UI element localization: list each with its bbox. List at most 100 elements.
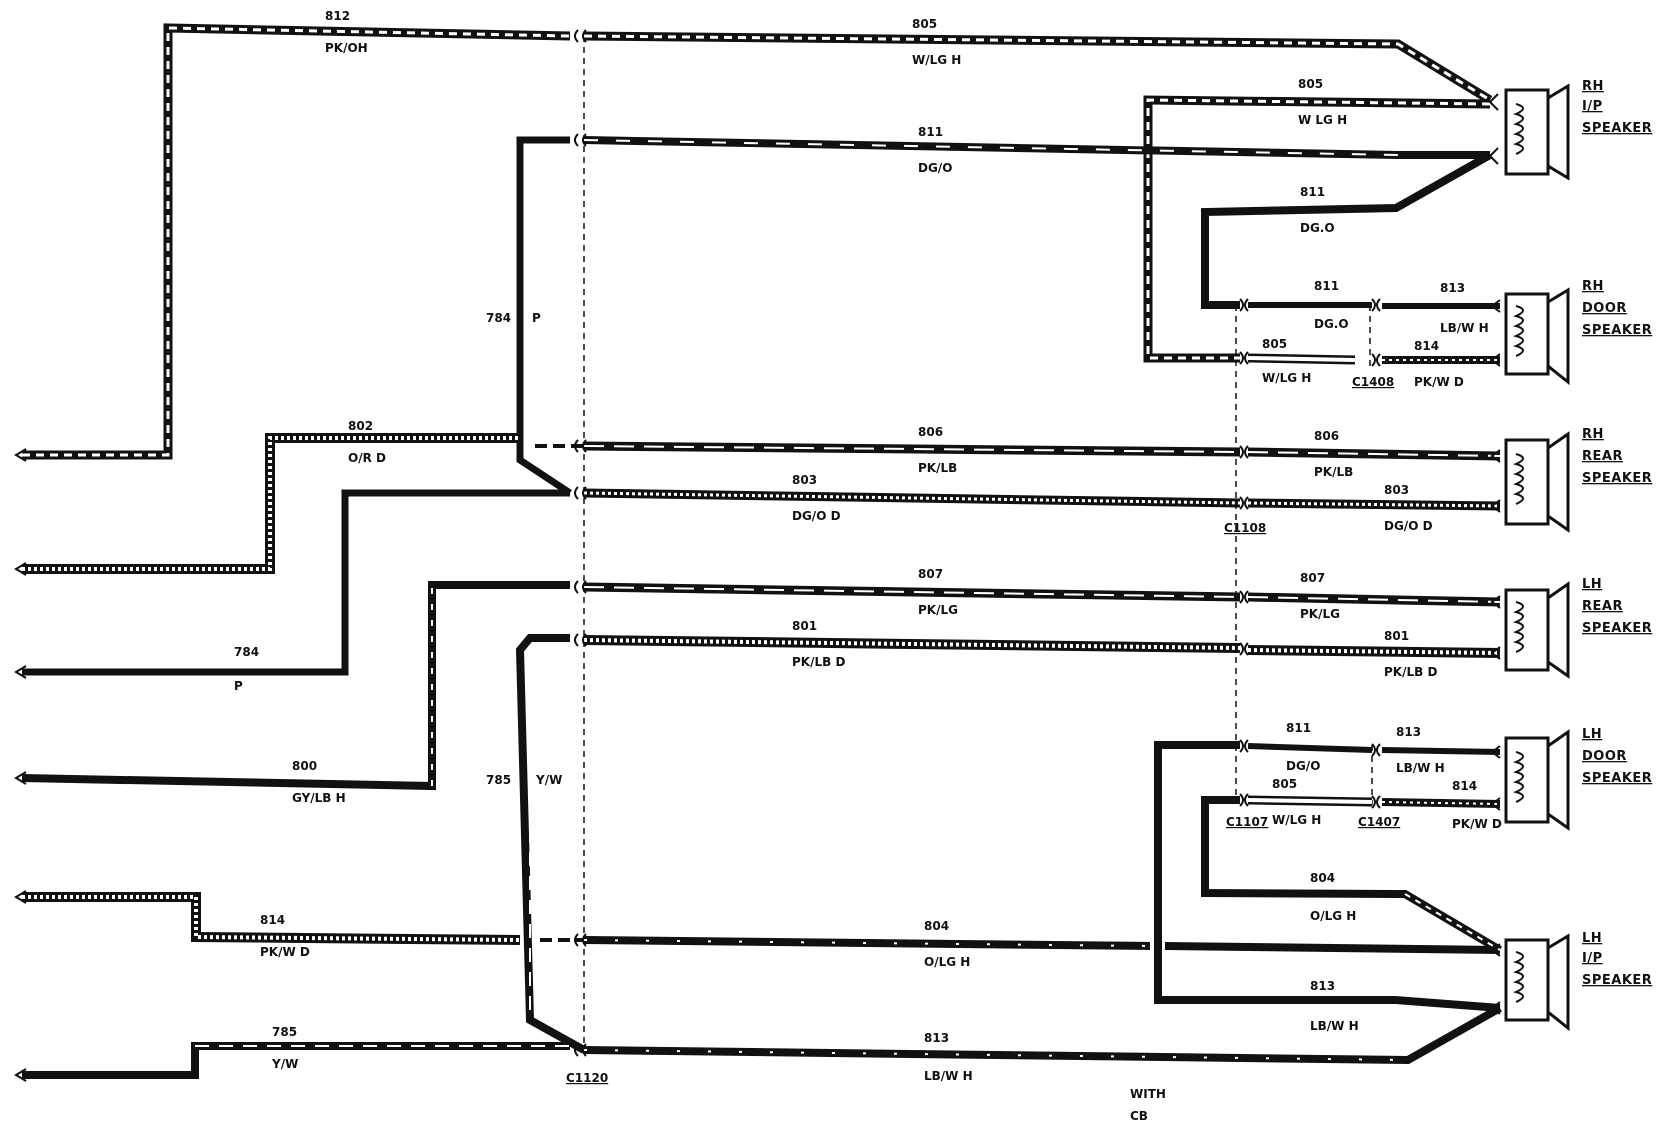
wire-label-w813c-num: 813 [1310, 979, 1335, 993]
wire-label-w784b-num: 784 [234, 645, 259, 659]
wire-label-w785b-num: 785 [272, 1025, 297, 1039]
connector-c1407-label: C1407 [1358, 815, 1400, 829]
wire-label-w807b-num: 807 [1300, 571, 1325, 585]
wire-814-left [22, 892, 584, 945]
wire-label-w802-num: 802 [348, 419, 373, 433]
connector-c1408-label: C1408 [1352, 375, 1394, 389]
connector-c1107-label: C1107 [1226, 815, 1268, 829]
footer-note: WITH CB [1130, 1087, 1166, 1123]
wire-813-bottom [583, 1004, 1502, 1065]
wire-label-w800-num: 800 [292, 759, 317, 773]
rh-door-speaker-label-2: DOOR [1582, 301, 1627, 316]
wire-label-w813a-col: LB/W H [1440, 321, 1489, 335]
wire-label-w814b-col: PK/W D [1452, 817, 1502, 831]
wire-label-w811d-num: 811 [1286, 721, 1311, 735]
footer-line-1: WITH [1130, 1087, 1166, 1101]
wire-label-w814a-num: 814 [1414, 339, 1439, 353]
connector-c1120-label: C1120 [566, 1071, 608, 1085]
wire-label-w800-col: GY/LB H [292, 791, 346, 805]
lh-rear-speaker-label-1: LH [1582, 577, 1602, 592]
rh-door-speaker-label-3: SPEAKER [1582, 323, 1652, 338]
rh-ip-speaker-icon [1504, 83, 1570, 181]
wire-label-w813d-num: 813 [924, 1031, 949, 1045]
wire-label-w805b-col: W LG H [1298, 113, 1347, 127]
rh-door-speaker-label-1: RH [1582, 279, 1604, 294]
wire-label-w801a-col: PK/LB D [792, 655, 845, 669]
lh-ip-speaker-label-3: SPEAKER [1582, 973, 1652, 988]
lh-ip-speaker-label-1: LH [1582, 931, 1602, 946]
wire-label-w814b-num: 814 [1452, 779, 1477, 793]
wire-label-w814c-col: PK/W D [260, 945, 310, 959]
wire-label-w805b-num: 805 [1298, 77, 1323, 91]
wire-label-w806a-num: 806 [918, 425, 943, 439]
wire-label-w804a-num: 804 [1310, 871, 1335, 885]
wire-807 [583, 582, 1501, 607]
connector-boundaries [583, 36, 1373, 1055]
connector-c1108-label: C1108 [1224, 521, 1266, 535]
wires [21, 23, 1503, 1079]
wire-label-w784-num: 784 [486, 311, 511, 325]
lh-door-speaker-icon [1504, 729, 1570, 831]
lh-ip-speaker-label-2: I/P [1582, 951, 1603, 966]
wire-label-w784b-col: P [234, 679, 243, 693]
wire-803 [583, 488, 1501, 511]
rh-rear-speaker-icon [1504, 431, 1570, 533]
wire-label-w801b-num: 801 [1384, 629, 1409, 643]
wire-811-top [583, 136, 1492, 309]
lh-rear-speaker-icon [1504, 581, 1570, 679]
wire-label-w813a-num: 813 [1440, 281, 1465, 295]
wire-label-w803a-num: 803 [792, 473, 817, 487]
wire-label-w812-num: 812 [325, 9, 350, 23]
wire-label-w806b-col: PK/LB [1314, 465, 1353, 479]
rh-door-speaker-icon [1504, 287, 1570, 386]
rh-ip-speaker-label-1: RH [1582, 79, 1604, 94]
wire-label-w814a-col: PK/W D [1414, 375, 1464, 389]
left-terminals [14, 448, 27, 1082]
wire-label-w803b-num: 803 [1384, 483, 1409, 497]
wire-812 [22, 23, 571, 460]
wire-813-lh-door [1381, 747, 1501, 755]
rh-rear-speaker-label-1: RH [1582, 427, 1604, 442]
wire-label-w804b-col: O/LG H [924, 955, 970, 969]
wire-label-w805d-num: 805 [1272, 777, 1297, 791]
wire-label-w812-col: PK/OH [325, 41, 368, 55]
rh-ip-speaker-label-3: SPEAKER [1582, 121, 1652, 136]
wire-label-w785b-col: Y/W [271, 1057, 298, 1071]
lh-door-speaker-label-2: DOOR [1582, 749, 1627, 764]
rh-ip-speaker-label-2: I/P [1582, 99, 1603, 114]
wire-label-w784-col: P [532, 311, 541, 325]
wire-label-w811c-num: 811 [1314, 279, 1339, 293]
lh-door-speaker-label-3: SPEAKER [1582, 771, 1652, 786]
wire-label-w805c-num: 805 [1262, 337, 1287, 351]
lh-ip-speaker-icon [1504, 933, 1570, 1032]
wire-label-w785a-num: 785 [486, 773, 511, 787]
wire-label-w811b-col: DG.O [1300, 221, 1335, 235]
wire-label-w805a-col: W/LG H [912, 53, 961, 67]
wire-label-w813b-col: LB/W H [1396, 761, 1445, 775]
wire-805-branch [1143, 95, 1491, 365]
connector-pins [14, 29, 1501, 1082]
speaker-labels: RH I/P SPEAKER RH DOOR SPEAKER RH REAR S… [1582, 79, 1652, 988]
footer-line-2: CB [1130, 1109, 1148, 1123]
wire-805-top [583, 31, 1493, 104]
speaker-symbols [1504, 83, 1570, 1032]
wire-label-w814c-num: 814 [260, 913, 285, 927]
c1408-pins [1371, 298, 1381, 809]
wire-806 [583, 441, 1501, 461]
wire-label-w813c-col: LB/W H [1310, 1019, 1359, 1033]
wire-label-w802-col: O/R D [348, 451, 386, 465]
wire-label-w811a-col: DG/O [918, 161, 952, 175]
wire-label-w805a-num: 805 [912, 17, 937, 31]
wire-label-w807b-col: PK/LG [1300, 607, 1340, 621]
wire-811-lh-door [1154, 741, 1501, 1012]
rh-rear-speaker-label-3: SPEAKER [1582, 471, 1652, 486]
wire-label-w805d-col: W/LG H [1272, 813, 1321, 827]
rh-rear-speaker-label-2: REAR [1582, 449, 1623, 464]
wire-label-w811b-num: 811 [1300, 185, 1325, 199]
speaker-terminals [1488, 93, 1501, 1015]
wire-label-w813b-num: 813 [1396, 725, 1421, 739]
wire-label-w803a-col: DG/O D [792, 509, 841, 523]
c1120-pins [574, 29, 587, 1057]
wire-814-lh-door [1381, 798, 1501, 808]
lh-rear-speaker-label-3: SPEAKER [1582, 621, 1652, 636]
